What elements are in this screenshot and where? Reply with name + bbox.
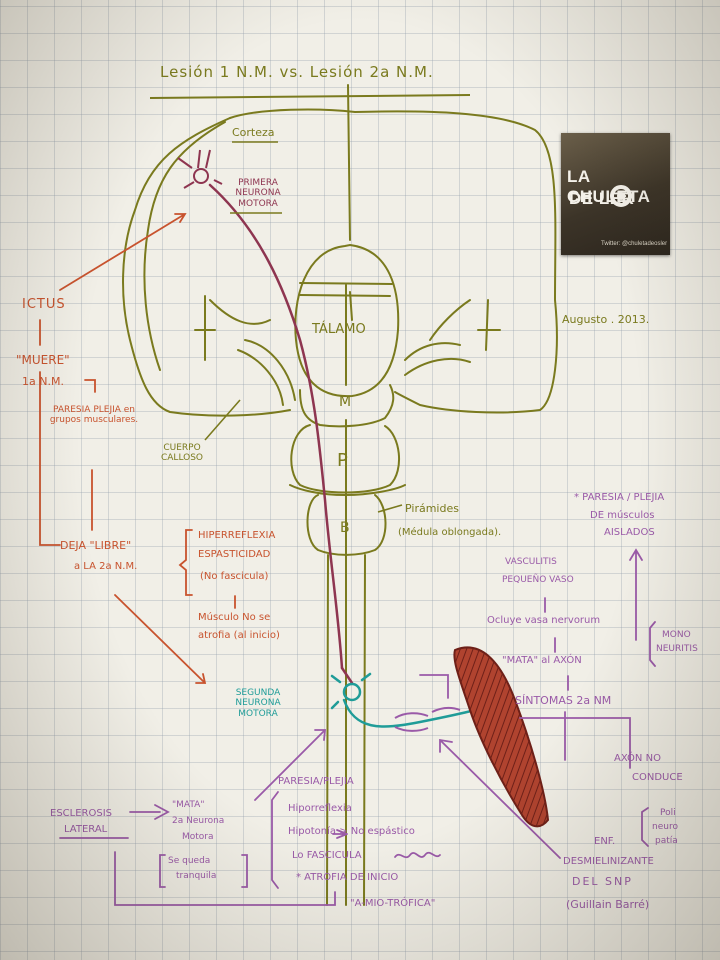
hipotonia-label: Hipotonía > No espástico: [288, 826, 415, 837]
cortex-neuron-sketch: [177, 149, 223, 189]
lateral-label: LATERAL: [64, 824, 108, 835]
musculo-no-atrofia-label: Músculo No se: [198, 612, 271, 623]
motora-label: Motora: [182, 832, 214, 842]
se-queda-label: Se queda: [168, 856, 211, 866]
sintomas-label: SÍNTOMAS 2a NM: [515, 694, 612, 707]
pequeno-vaso-label: PEQUEÑO VASO: [502, 575, 574, 585]
target-icon: [610, 185, 632, 207]
esclerosis-label: ESCLEROSIS: [50, 808, 113, 819]
segunda-nm-label: a LA 2a N.M.: [74, 561, 138, 572]
de-musculos-label: DE músculos: [590, 510, 655, 521]
medula-oblongada-label: (Médula oblongada).: [398, 527, 502, 538]
hiperreflexia-label: HIPERREFLEXIA: [198, 530, 276, 541]
snp-label: DEL SNP: [572, 875, 633, 888]
muscle-drawing: [453, 646, 550, 828]
muere-label: "MUERE": [16, 353, 70, 367]
ocluye-vasa-label: Ocluye vasa nervorum: [487, 615, 601, 626]
neuritis-label: NEURITIS: [656, 644, 698, 654]
label-lines: [204, 141, 403, 513]
medulla-label: B: [340, 520, 350, 536]
segunda-neurona-bottom-label: 2a Neurona: [172, 816, 225, 826]
atrofia-label: * ATROFIA DE INICIO: [296, 872, 399, 883]
primera-neurona-label: PRIMERA NEURONA MOTORA: [235, 178, 281, 209]
talamo-label: TÁLAMO: [312, 322, 366, 337]
left-arrows: [39, 213, 236, 684]
mata-label: "MATA": [172, 800, 205, 810]
al-inicio-label: atrofia (al inicio): [198, 630, 280, 641]
deja-libre-label: DEJA "LIBRE": [60, 539, 132, 552]
chuleta-logo: LA CHULETA DE LER Twitter: @chuletadeosl…: [561, 133, 670, 255]
enf-label: ENF.: [594, 836, 616, 847]
date-label: Augusto . 2013.: [562, 313, 650, 326]
axon-no-label: AXÓN NO: [614, 753, 661, 764]
guillain-barre-label: (Guillain Barré): [566, 898, 650, 911]
pons-label: P: [337, 450, 348, 471]
mono-label: MONO: [662, 630, 691, 640]
amiotrofica-label: "A-MIO-TRÓFICA": [350, 898, 436, 909]
paresia-grupos-label: PARESIA PLEJIA en grupos musculares.: [49, 405, 139, 426]
logo-twitter: Twitter: @chuletadeosler: [601, 241, 668, 247]
midbrain-label: M: [339, 394, 352, 410]
neuro-label: neuro: [652, 822, 678, 832]
right-arrows: [59, 548, 656, 906]
patia-label: patía: [655, 836, 678, 846]
second-motor-neuron: [330, 672, 512, 728]
tranquila-label: tranquila: [176, 871, 217, 881]
myelin-sheath: [394, 706, 461, 732]
mata-axon-label: "MATA" al AXÓN: [502, 655, 582, 666]
cuerpo-calloso-label: CUERPO CALLOSO: [160, 443, 204, 464]
desmielinizante-label: DESMIELINIZANTE: [563, 856, 654, 867]
paresia-aislados-label: * PARESIA / PLEJIA: [574, 492, 665, 503]
poli-label: Poli: [660, 808, 676, 818]
page-title: Lesión 1 N.M. vs. Lesión 2a N.M.: [160, 63, 434, 81]
no-fascicula-label: (No fascicula): [200, 571, 269, 582]
corteza-label: Corteza: [232, 126, 275, 139]
piramides-label: Pirámides: [405, 502, 459, 515]
conduce-label: CONDUCE: [632, 772, 683, 783]
espasticidad-label: ESPASTICIDAD: [198, 549, 271, 560]
title-underline: [149, 94, 471, 99]
ictus-label: ICTUS: [22, 297, 66, 312]
primera-nm-label: 1a N.M.: [22, 375, 64, 388]
brain-sketch: [122, 84, 558, 906]
aislados-label: AISLADOS: [604, 527, 655, 538]
fascicula-label: Lo FASCICULA: [292, 850, 362, 861]
vasculitis-label: VASCULITIS: [505, 557, 557, 567]
hiporreflexia-label: Hiporreflexia: [288, 803, 352, 814]
first-motor-neuron: [208, 183, 354, 685]
paresia-plejia-label: PARESIA/PLEJIA: [278, 776, 354, 787]
segunda-neurona-label: SEGUNDA NEURONA MOTORA: [235, 688, 281, 719]
